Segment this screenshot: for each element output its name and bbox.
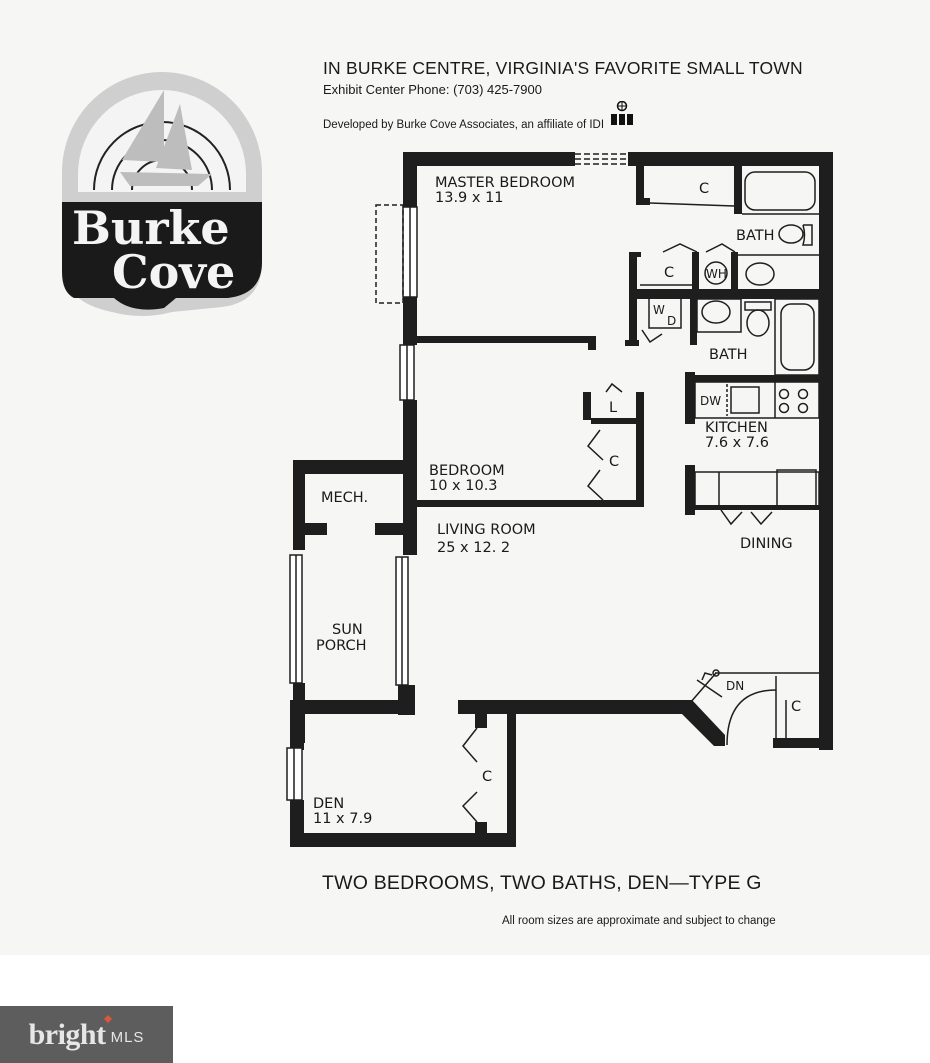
walls [290, 152, 833, 847]
bath-upper-label: BATH [736, 228, 775, 244]
bedroom-label: BEDROOM [429, 463, 505, 479]
watermark-brand: bright [28, 1017, 107, 1051]
logo-text-cove: Cove [112, 245, 235, 299]
dishwasher-label: DW [700, 394, 721, 408]
floor-plan: MASTER BEDROOM 13.9 x 11 C BATH C WH W D… [286, 152, 833, 847]
living-room-label: LIVING ROOM [437, 522, 536, 538]
stairs-down-label: DN [726, 679, 744, 693]
logo-text-burke: Burke [72, 201, 230, 255]
bright-mls-watermark: bright MLS [0, 1006, 173, 1063]
dining-label: DINING [740, 536, 793, 552]
dryer-label: D [667, 314, 676, 328]
water-heater-label: WH [706, 267, 727, 281]
bedroom-size: 10 x 10.3 [429, 478, 498, 494]
closet-label: C [791, 699, 801, 715]
idi-logo-icon [611, 100, 634, 125]
developer-line: Developed by Burke Cove Associates, an a… [323, 100, 803, 131]
closet-label: C [699, 181, 709, 197]
sailboat-icon [120, 90, 212, 186]
living-room-size: 25 x 12. 2 [437, 540, 510, 556]
kitchen-label: KITCHEN [705, 420, 768, 436]
phone-line: Exhibit Center Phone: (703) 425-7900 [323, 82, 542, 97]
linen-label: L [609, 400, 617, 416]
master-bedroom-label: MASTER BEDROOM [435, 175, 575, 191]
closet-label: C [664, 265, 674, 281]
burke-cove-logo: Burke Cove [62, 72, 262, 317]
disclaimer: All room sizes are approximate and subje… [502, 915, 776, 927]
den-size: 11 x 7.9 [313, 811, 372, 827]
page-header: IN BURKE CENTRE, VIRGINIA'S FAVORITE SMA… [323, 58, 803, 131]
kitchen-size: 7.6 x 7.6 [705, 435, 769, 451]
master-bedroom-size: 13.9 x 11 [435, 190, 504, 206]
developer-text: Developed by Burke Cove Associates, an a… [323, 119, 605, 131]
den-label: DEN [313, 796, 344, 812]
unit-type-title: TWO BEDROOMS, TWO BATHS, DEN—TYPE G [322, 872, 762, 894]
washer-label: W [653, 303, 665, 317]
closet-label: C [609, 454, 619, 470]
mech-label: MECH. [321, 490, 368, 506]
closet-label: C [482, 769, 492, 785]
watermark-accent-icon [104, 1015, 112, 1023]
sun-porch-label-2: PORCH [316, 638, 367, 654]
bath-lower-label: BATH [709, 347, 748, 363]
watermark-suffix: MLS [110, 1029, 145, 1046]
headline: IN BURKE CENTRE, VIRGINIA'S FAVORITE SMA… [323, 58, 803, 78]
fixture-lines [286, 153, 820, 823]
sun-porch-label-1: SUN [332, 622, 363, 638]
